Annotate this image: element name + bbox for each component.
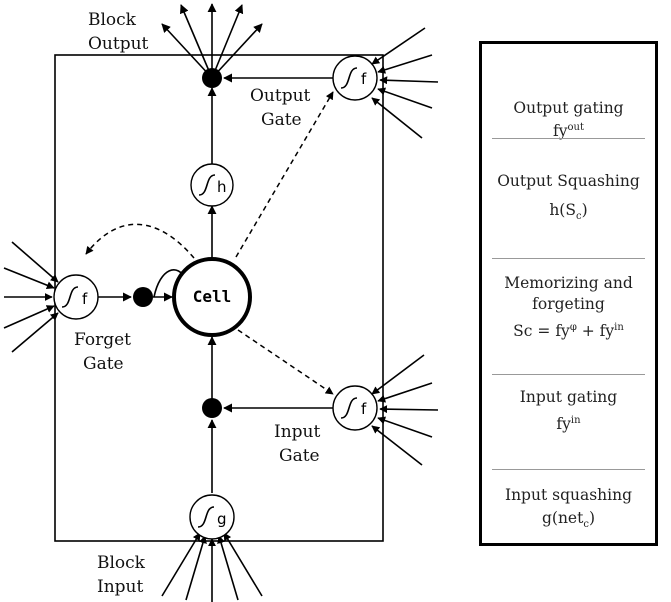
- legend-memorizing-title-1: Memorizing and: [504, 274, 633, 292]
- legend-output-squashing-title: Output Squashing: [497, 172, 640, 190]
- block-output-arrow-5: [211, 23, 263, 79]
- block-input-arrow-5: [223, 532, 263, 597]
- h-squash-node: [190, 163, 234, 207]
- cell-to-output-gate-peephole: [235, 91, 334, 258]
- input-gate-label-2: Gate: [279, 446, 320, 466]
- legend-divider: [492, 374, 645, 375]
- legend-divider: [492, 138, 645, 139]
- legend-input-squashing: Input squashing g(netc): [482, 485, 655, 532]
- forget-gate-label-2: Gate: [83, 354, 124, 374]
- forget-multiplier-dot: [133, 287, 153, 307]
- forget-gate-input-2: [3, 267, 55, 290]
- block-input-label-1: Block: [97, 553, 146, 573]
- h-letter: h: [217, 178, 227, 196]
- block-output-arrow-4: [211, 4, 244, 79]
- cell-to-input-gate-peephole: [237, 329, 334, 395]
- output-multiplier-dot: [202, 68, 222, 88]
- output-gate-sigmoid-icon: [340, 67, 358, 89]
- legend-output-gating: Output gating fyout: [482, 98, 655, 142]
- output-gate-letter: f: [361, 70, 367, 88]
- input-gate-label-1: Input: [274, 422, 320, 442]
- input-gate-input-4: [377, 416, 433, 438]
- forget-gate-letter: f: [82, 290, 88, 308]
- forget-gate-sigmoid-icon: [61, 286, 79, 308]
- output-gate-input-2: [377, 54, 433, 74]
- cell-node: [172, 257, 252, 337]
- legend-output-gating-title: Output gating: [513, 99, 624, 117]
- legend-memorizing-formula: Sc = fyφ + fyin: [513, 321, 624, 340]
- g-sigmoid-icon: [197, 506, 215, 528]
- legend-panel: Output gating fyout Output Squashing h(S…: [479, 41, 658, 546]
- input-gate-node: [332, 385, 378, 431]
- output-gate-input-3: [379, 76, 439, 85]
- legend-input-gating-formula: fyin: [556, 414, 581, 434]
- legend-divider: [492, 469, 645, 470]
- block-input-arrow-1: [161, 532, 201, 597]
- input-gate-input-2: [377, 382, 433, 403]
- input-gate-input-1: [371, 354, 425, 395]
- legend-input-gating-title: Input gating: [519, 388, 618, 406]
- forget-gate-input-1: [11, 241, 59, 283]
- legend-input-squashing-formula: g(netc): [541, 508, 596, 531]
- legend-output-squashing: Output Squashing h(Sc): [482, 171, 655, 224]
- output-gate-label-2: Gate: [261, 110, 302, 130]
- forget-gate-label-1: Forget: [74, 330, 131, 350]
- h-sigmoid-icon: [198, 174, 216, 196]
- legend-input-squashing-title: Input squashing: [504, 486, 633, 504]
- legend-memorizing: Memorizing and forgeting Sc = fyφ + fyin: [482, 273, 655, 342]
- block-output-arrow-2: [180, 4, 213, 79]
- output-gate-input-1: [371, 27, 426, 65]
- output-gate-input-5: [371, 97, 423, 139]
- legend-input-gating: Input gating fyin: [482, 387, 655, 435]
- output-gate-node: [332, 55, 378, 101]
- block-input-arrow-4: [217, 535, 239, 601]
- input-multiplier-dot: [202, 398, 222, 418]
- forget-gate-input-5: [11, 312, 59, 353]
- legend-divider: [492, 258, 645, 259]
- legend-output-gating-formula: fyout: [553, 121, 584, 141]
- legend-memorizing-title-2: forgeting: [532, 294, 605, 313]
- block-input-arrow-2: [185, 535, 207, 601]
- cell-label: Cell: [193, 287, 232, 306]
- input-gate-input-3: [379, 405, 439, 414]
- input-gate-letter: f: [361, 400, 367, 418]
- output-gate-label-1: Output: [250, 86, 311, 106]
- legend-output-squashing-formula: h(Sc): [549, 200, 588, 223]
- input-gate-input-5: [371, 425, 423, 466]
- g-letter: g: [217, 510, 227, 528]
- input-gate-sigmoid-icon: [340, 397, 358, 419]
- block-input-label-2: Input: [97, 577, 143, 597]
- block-output-label-2: Output: [88, 34, 149, 54]
- g-squash-node: [189, 494, 235, 540]
- forget-gate-node: [53, 274, 99, 320]
- block-output-label-1: Block: [88, 10, 137, 30]
- block-output-arrow-1: [161, 23, 213, 79]
- output-gate-input-4: [377, 87, 433, 109]
- cell-to-forget-gate-peephole: [85, 223, 195, 259]
- forget-gate-input-4: [3, 305, 55, 329]
